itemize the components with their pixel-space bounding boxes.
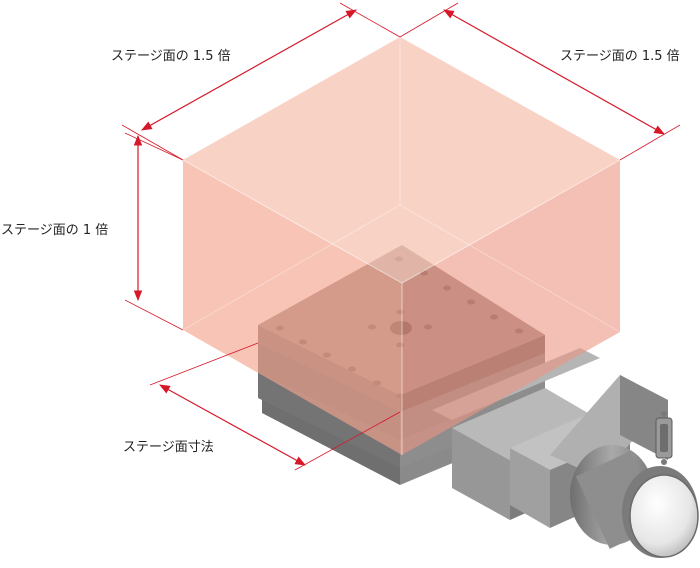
dimension-lines xyxy=(121,2,681,471)
dsub-connector-icon xyxy=(655,411,673,465)
envelope-front-face xyxy=(183,160,402,455)
label-left: ステージ面の 1 倍 xyxy=(1,223,108,238)
dim-bottom xyxy=(159,384,306,466)
envelope-side-face xyxy=(402,160,620,455)
working-envelope xyxy=(182,37,621,455)
label-bottom: ステージ面寸法 xyxy=(123,440,214,455)
dim-top-left xyxy=(141,9,357,131)
label-top-left: ステージ面の 1.5 倍 xyxy=(111,49,231,64)
dim-top-right xyxy=(443,9,665,135)
motor-block-2-front xyxy=(510,448,550,528)
motor-block-1-front xyxy=(452,428,510,520)
stepper-motor-icon xyxy=(570,445,699,558)
motor-block-1-top xyxy=(452,388,600,460)
label-top-right: ステージ面の 1.5 倍 xyxy=(560,49,680,64)
